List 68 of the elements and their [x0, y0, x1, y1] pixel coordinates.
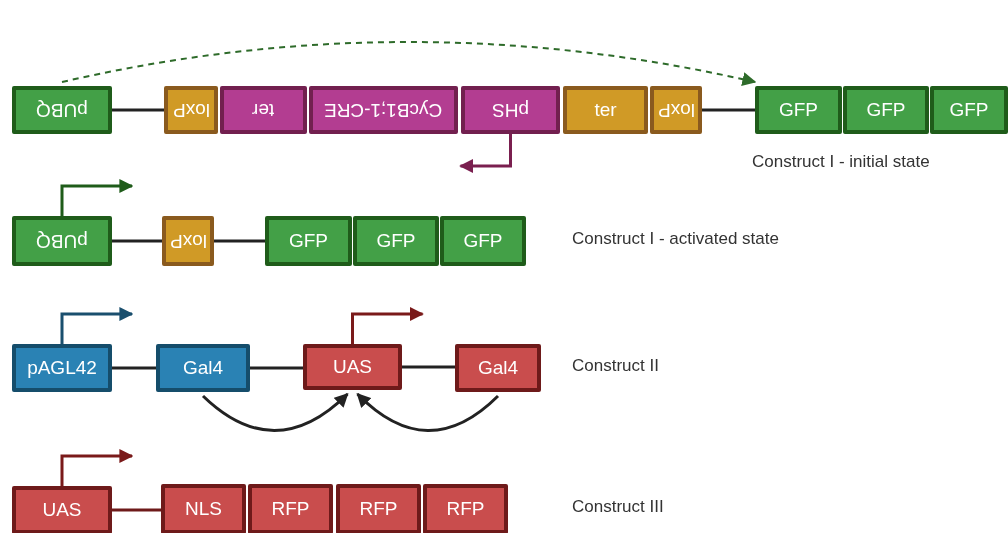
sequence-block — [12, 86, 112, 134]
sequence-block — [12, 486, 112, 533]
backbone-line — [112, 239, 162, 243]
block-label: pUBQ — [36, 99, 88, 121]
construct-caption: Construct II — [572, 356, 659, 376]
promoter-arrow — [60, 307, 134, 344]
block-label: ter — [594, 99, 617, 121]
block-label: GFP — [949, 99, 989, 121]
block-label: RFP — [359, 498, 398, 520]
sequence-block — [650, 86, 702, 134]
sequence-block — [336, 484, 421, 533]
sequence-block — [12, 344, 112, 392]
block-label: UAS — [332, 356, 373, 378]
promoter-arrow — [351, 307, 424, 344]
sequence-block — [265, 216, 352, 266]
block-label: pUBQ — [36, 230, 88, 252]
sequence-block — [12, 216, 112, 266]
block-label: NLS — [185, 498, 222, 520]
sequence-block — [248, 484, 333, 533]
block-label: loxP — [172, 99, 210, 121]
block-label: UAS — [42, 499, 82, 521]
block-label: GFP — [463, 230, 503, 252]
promoter-arrow — [459, 134, 512, 173]
construct-caption: Construct III — [572, 497, 664, 517]
sequence-block — [162, 216, 214, 266]
block-label: pHS — [492, 99, 529, 121]
sequence-block — [220, 86, 307, 134]
sequence-block — [161, 484, 246, 533]
sequence-block — [423, 484, 508, 533]
sequence-block — [563, 86, 648, 134]
sequence-block — [843, 86, 929, 134]
curved-arrow — [202, 392, 349, 432]
block-label: Gal4 — [477, 357, 519, 379]
promoter-arrow — [60, 449, 134, 486]
backbone-line — [402, 365, 455, 369]
block-label: GFP — [778, 99, 819, 121]
block-label: Gal4 — [182, 357, 224, 379]
block-label: GFP — [866, 99, 906, 121]
sequence-block — [930, 86, 1008, 134]
backbone-line — [702, 108, 755, 112]
backbone-line — [214, 239, 265, 243]
curved-arrow — [356, 392, 499, 432]
sequence-block — [461, 86, 560, 134]
sequence-block — [303, 344, 402, 390]
block-label: RFP — [446, 498, 485, 520]
sequence-block — [309, 86, 458, 134]
block-label: GFP — [288, 230, 329, 252]
promoter-arrow — [60, 179, 134, 216]
construct-caption: Construct I - initial state — [752, 152, 930, 172]
backbone-line — [112, 366, 156, 370]
block-label: loxP — [169, 230, 207, 252]
block-label: RFP — [271, 498, 310, 520]
block-label: CycB1;1-CRE — [324, 99, 443, 121]
sequence-block — [455, 344, 541, 392]
block-label: ter — [252, 99, 275, 121]
block-label: loxP — [657, 99, 695, 121]
backbone-line — [250, 366, 303, 370]
backbone-line — [112, 508, 161, 512]
sequence-block — [353, 216, 439, 266]
block-label: GFP — [376, 230, 416, 252]
block-label: pAGL42 — [27, 357, 97, 379]
dashed-arrow — [61, 41, 757, 87]
sequence-block — [755, 86, 842, 134]
backbone-line — [112, 108, 164, 112]
construct-caption: Construct I - activated state — [572, 229, 779, 249]
sequence-block — [164, 86, 218, 134]
sequence-block — [440, 216, 526, 266]
sequence-block — [156, 344, 250, 392]
